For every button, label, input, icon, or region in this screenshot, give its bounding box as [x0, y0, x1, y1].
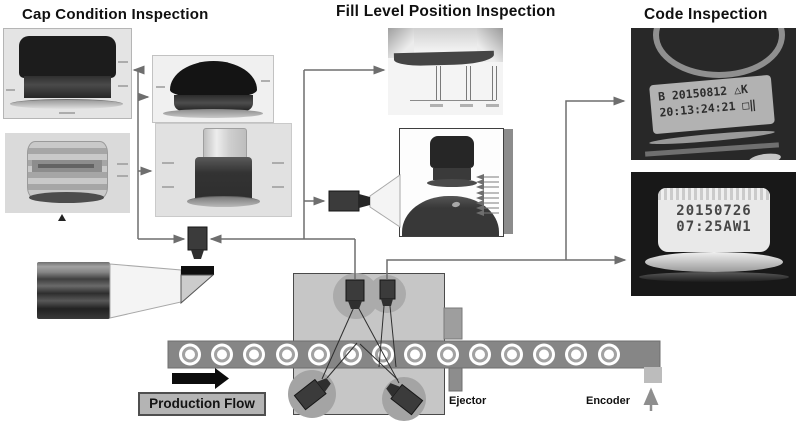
fill-level-title: Fill Level Position Inspection	[336, 3, 556, 20]
mirror-prism	[180, 274, 215, 305]
annotation-mark	[272, 186, 284, 188]
production-flow-arrow	[172, 368, 229, 389]
annotation-mark	[460, 104, 473, 107]
pointer-marker	[58, 214, 66, 221]
annotation-mark	[117, 163, 128, 165]
annotation-mark	[430, 104, 443, 107]
measure-line	[470, 66, 471, 100]
code-label-area: B 20150812 △K 20:13:24:21 □‖	[649, 74, 775, 135]
cap-flange	[10, 99, 123, 109]
ejector-block	[448, 367, 463, 392]
cap-condition-title: Cap Condition Inspection	[22, 6, 209, 23]
cap-flange	[187, 196, 260, 207]
annotation-mark	[38, 164, 94, 168]
cap-dome	[170, 61, 257, 97]
code-inspection-title: Code Inspection	[644, 6, 768, 23]
light-cone	[109, 263, 182, 319]
liquid-level-band	[393, 50, 495, 67]
cap-closeup-image	[152, 55, 274, 123]
annotation-mark	[156, 86, 165, 88]
cap-ribs	[658, 188, 770, 200]
camera-photo	[37, 262, 110, 319]
fill-inspection-box	[399, 128, 504, 237]
cap-dark-body	[195, 157, 252, 202]
ejector-label: Ejector	[449, 395, 487, 407]
cap-skirt	[174, 95, 253, 111]
ejector-pusher	[443, 307, 463, 340]
code-text-line1: 20150726	[676, 203, 752, 219]
measure-line	[466, 66, 467, 100]
annotation-mark	[6, 89, 15, 91]
bottle-neck-shade	[414, 28, 477, 52]
cap-skirt	[24, 76, 111, 98]
cap-rim	[645, 252, 783, 272]
annotation-mark	[59, 112, 75, 114]
annotation-mark	[486, 104, 499, 107]
encoder-block	[644, 367, 662, 383]
code-text-line2: 07:25AW1	[676, 219, 752, 235]
mirror-bar	[181, 266, 214, 275]
annotation-mark	[261, 80, 270, 82]
cap-code-image: 20150726 07:25AW1	[631, 172, 796, 296]
cap-gray-image	[5, 133, 130, 213]
encoder-label: Encoder	[586, 395, 631, 407]
white-cap: 20150726 07:25AW1	[658, 188, 770, 252]
measure-baseline	[410, 100, 496, 101]
annotation-mark	[272, 162, 284, 164]
measure-line	[492, 66, 493, 100]
cap-flange	[427, 179, 477, 187]
cap-overlay-image	[155, 123, 292, 217]
cap-skirt	[433, 168, 471, 180]
glint	[748, 151, 782, 160]
shoulder-code-image: B 20150812 △K 20:13:24:21 □‖	[631, 28, 796, 160]
cap-base-shadow	[29, 192, 104, 203]
backlight-bar	[504, 129, 513, 234]
annotation-mark	[118, 85, 128, 87]
light-cone	[369, 174, 401, 228]
annotation-mark	[118, 61, 128, 63]
cap-translucent-top	[203, 128, 247, 161]
bottle-neck-arc	[653, 28, 785, 78]
cap-camera-icon	[187, 226, 208, 259]
measure-line	[436, 66, 437, 100]
bottle-shoulder	[402, 196, 499, 236]
cap-dome	[430, 136, 474, 168]
measure-line	[496, 66, 497, 100]
camera-station-box	[293, 273, 445, 415]
production-flow-label: Production Flow	[138, 392, 266, 416]
cap-base	[163, 109, 263, 118]
annotation-mark	[117, 175, 128, 177]
annotation-mark	[162, 162, 174, 164]
cap-front-image	[3, 28, 132, 119]
measure-line	[440, 66, 441, 100]
cap-dome	[19, 36, 116, 78]
bottle-neck-shade	[639, 272, 789, 282]
annotation-mark	[162, 186, 174, 188]
fill-level-image	[388, 28, 503, 115]
fill-camera-icon	[328, 190, 370, 212]
